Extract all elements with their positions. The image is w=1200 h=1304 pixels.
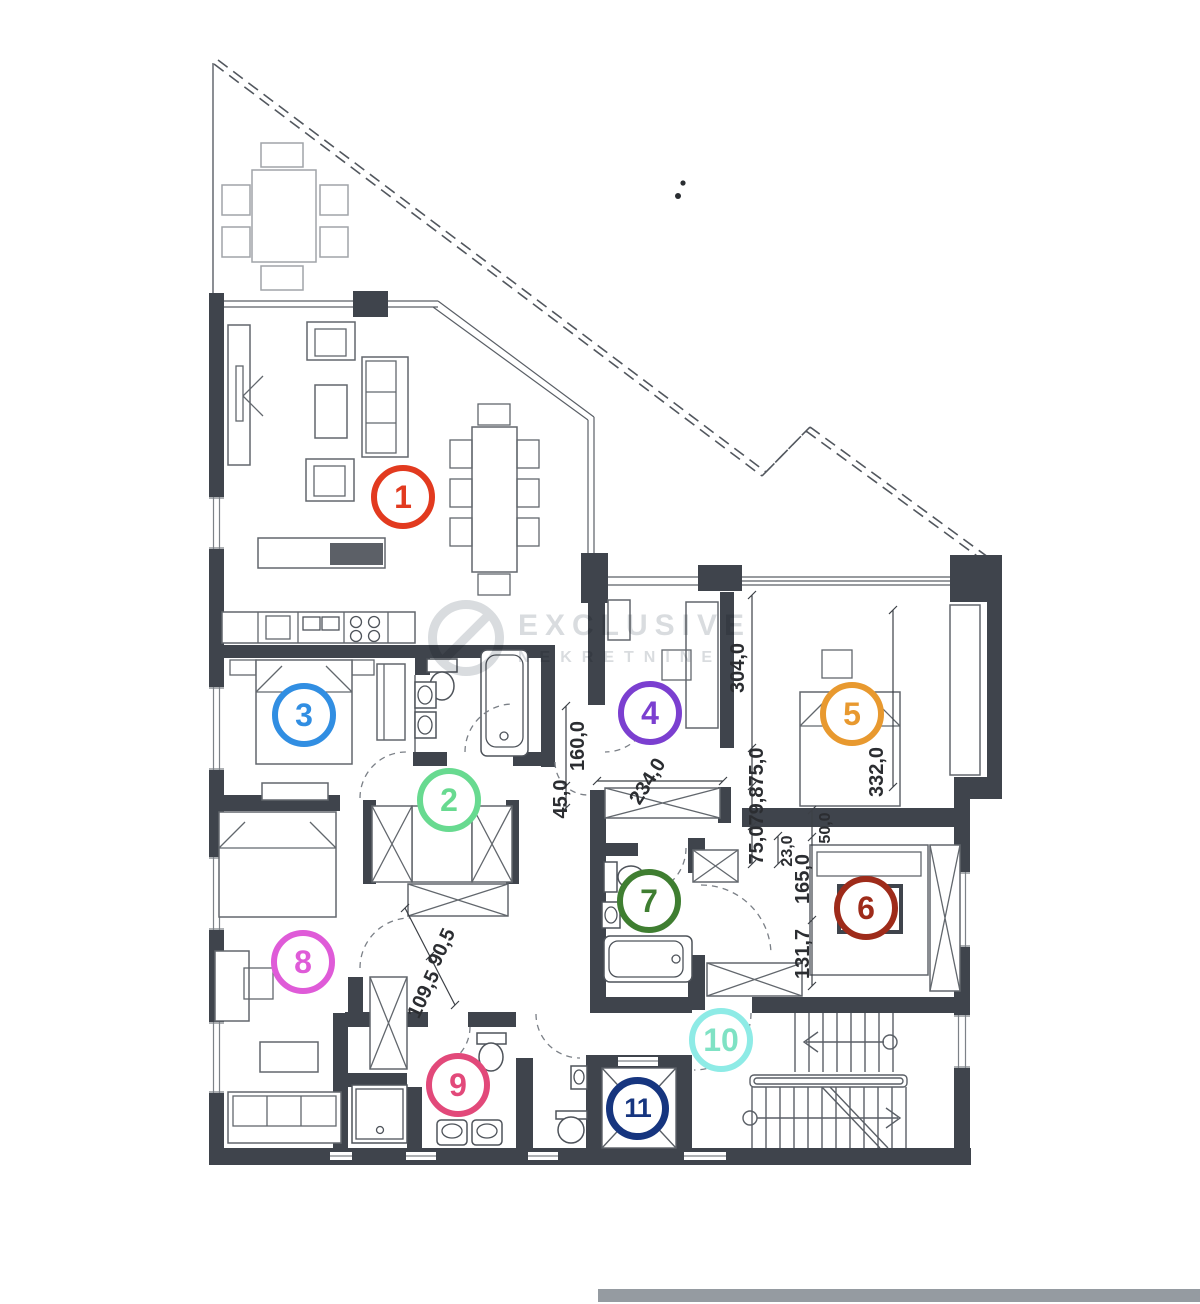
kitchen-counter bbox=[221, 611, 416, 644]
dim-332: 332,0 bbox=[866, 747, 888, 797]
living-room-furniture bbox=[227, 321, 409, 569]
room-marker-7[interactable]: 7 bbox=[617, 869, 681, 933]
room-number: 6 bbox=[857, 890, 875, 926]
room-number: 3 bbox=[295, 697, 313, 733]
scan-artifact-dots bbox=[675, 180, 686, 199]
windows bbox=[209, 497, 970, 1160]
room-marker-1[interactable]: 1 bbox=[371, 465, 435, 529]
room-marker-5[interactable]: 5 bbox=[820, 682, 884, 746]
terrace-dining-set bbox=[221, 142, 349, 291]
room9-fixtures bbox=[351, 1032, 507, 1146]
scan-edge-bar bbox=[598, 1289, 1200, 1302]
room-number: 11 bbox=[624, 1093, 652, 1123]
room-marker-8[interactable]: 8 bbox=[271, 930, 335, 994]
glass-walls bbox=[224, 300, 950, 586]
room-marker-9[interactable]: 9 bbox=[426, 1053, 490, 1117]
dim-23: 23,0 bbox=[779, 835, 796, 866]
room-number: 9 bbox=[449, 1067, 467, 1103]
dim-165: 165,0 bbox=[792, 854, 814, 904]
dim-304: 304,0 bbox=[727, 643, 749, 693]
dim-109: 109,5 bbox=[403, 967, 444, 1022]
room5-furniture bbox=[799, 604, 981, 807]
room4-furniture bbox=[607, 599, 719, 729]
bathroom7-fixtures bbox=[601, 861, 693, 983]
staircase bbox=[742, 1013, 908, 1149]
terrace-boundary bbox=[212, 59, 993, 565]
bathroom1-fixtures bbox=[414, 649, 529, 757]
dimension-lines bbox=[400, 590, 898, 1010]
room-number: 7 bbox=[640, 883, 658, 919]
bedroom8-furniture bbox=[214, 811, 342, 1144]
dim-90: 90,5 bbox=[424, 925, 460, 970]
dining-set bbox=[449, 403, 540, 596]
room-marker-10[interactable]: 10 bbox=[689, 1008, 753, 1072]
dim-45: 45,0 bbox=[550, 780, 572, 819]
room-marker-4[interactable]: 4 bbox=[618, 681, 682, 745]
room-number: 2 bbox=[440, 782, 458, 818]
room-marker-2[interactable]: 2 bbox=[417, 768, 481, 832]
dim-131: 131,7 bbox=[792, 929, 814, 979]
room-number: 10 bbox=[703, 1022, 739, 1058]
dim-75b: 75,0 bbox=[746, 826, 768, 865]
room-number: 5 bbox=[843, 696, 861, 732]
room-number: 8 bbox=[294, 944, 312, 980]
dim-160: 160,0 bbox=[567, 721, 589, 771]
room-number: 4 bbox=[641, 695, 659, 731]
room-number: 1 bbox=[394, 479, 412, 515]
dim-79: 79,8 bbox=[746, 787, 768, 826]
dim-75a: 75,0 bbox=[746, 748, 768, 787]
wc-fixtures bbox=[555, 1065, 588, 1144]
room-marker-11[interactable]: 11 bbox=[606, 1077, 669, 1140]
room-marker-6[interactable]: 6 bbox=[834, 876, 898, 940]
room-marker-3[interactable]: 3 bbox=[272, 683, 336, 747]
bedroom3-furniture bbox=[229, 659, 406, 801]
dim-50: 50,0 bbox=[817, 812, 834, 843]
